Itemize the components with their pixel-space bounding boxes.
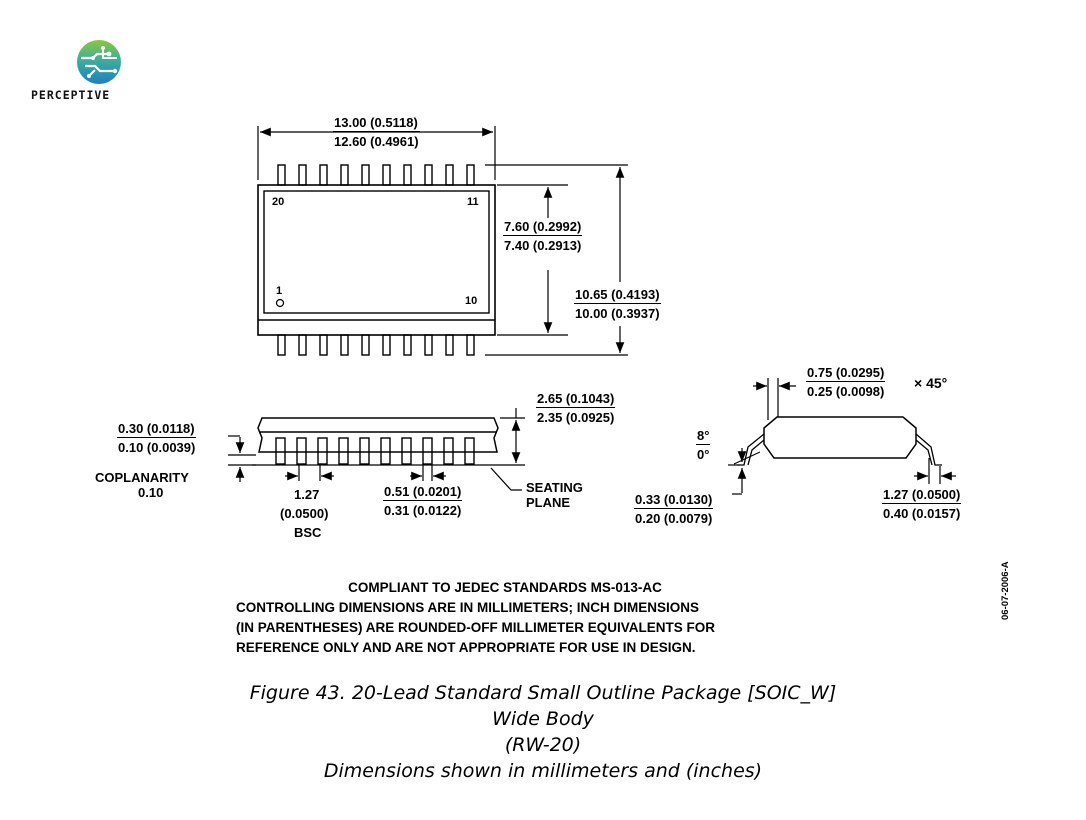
end-body <box>763 416 917 459</box>
pitch-value: 1.27 <box>294 487 320 502</box>
overall-width-dimension <box>485 164 628 356</box>
end-lead-right <box>915 433 942 466</box>
top-view <box>257 164 496 356</box>
chamfer-label: 0.75 (0.0295) 0.25 (0.0098) <box>806 365 886 399</box>
note-controlling-1: CONTROLLING DIMENSIONS ARE IN MILLIMETER… <box>236 600 700 615</box>
overall-width-label: 10.65 (0.4193) 10.00 (0.3937) <box>574 287 661 321</box>
pin-label-1: 1 <box>276 285 283 297</box>
coplanarity-value: 0.10 <box>138 485 164 500</box>
pitch-inch: (0.0500) <box>280 506 329 521</box>
top-leads <box>277 164 475 186</box>
length-dimension-label: 13.00 (0.5118) 12.60 (0.4961) <box>333 115 420 149</box>
body-width-dimension <box>497 184 568 336</box>
lead-thickness-label: 0.33 (0.0130) 0.20 (0.0079) <box>634 492 714 526</box>
standoff-label: 0.30 (0.0118) 0.10 (0.0039) <box>117 421 197 455</box>
end-view <box>737 416 942 466</box>
top-body-inner <box>263 190 490 314</box>
bottom-leads <box>277 334 475 356</box>
seating-plane-label: SEATING PLANE <box>526 480 583 510</box>
figure-caption-code: (RW-20) <box>504 734 582 756</box>
side-body <box>257 417 499 453</box>
body-width-label: 7.60 (0.2992) 7.40 (0.2913) <box>503 219 583 253</box>
lead-width-label: 0.51 (0.0201) 0.31 (0.0122) <box>383 484 463 518</box>
coplanarity-label: COPLANARITY <box>95 470 189 485</box>
doc-id: 06-07-2006-A <box>1000 561 1011 620</box>
top-body-outer <box>257 184 496 336</box>
pin1-marker <box>275 298 285 308</box>
length-dimension <box>257 126 496 180</box>
pin-label-11: 11 <box>467 196 479 208</box>
foot-length-label: 1.27 (0.0500) 0.40 (0.0157) <box>882 487 962 521</box>
pin-label-10: 10 <box>465 295 478 307</box>
note-controlling-3: REFERENCE ONLY AND ARE NOT APPROPRIATE F… <box>236 640 696 655</box>
pitch-bsc: BSC <box>294 525 322 540</box>
figure-caption-units: Dimensions shown in millimeters and (inc… <box>323 760 763 782</box>
chamfer-angle-label: × 45° <box>914 375 948 391</box>
figure-caption-body: Wide Body <box>492 708 594 730</box>
figure-caption-title: Figure 43. 20-Lead Standard Small Outlin… <box>249 682 837 704</box>
side-leads <box>275 437 475 465</box>
brand-name: PERCEPTIVE <box>31 88 111 102</box>
note-jedec: COMPLIANT TO JEDEC STANDARDS MS-013-AC <box>348 580 662 595</box>
globe-circuit-icon <box>77 40 121 84</box>
side-dimensions <box>228 408 525 491</box>
height-label: 2.65 (0.1043) 2.35 (0.0925) <box>536 391 616 425</box>
pin-label-20: 20 <box>272 196 285 208</box>
angle-label: 8° 0° <box>696 428 711 462</box>
note-controlling-2: (IN PARENTHESES) ARE ROUNDED-OFF MILLIME… <box>236 620 715 635</box>
side-view <box>252 417 500 466</box>
end-dimensions <box>728 378 956 495</box>
